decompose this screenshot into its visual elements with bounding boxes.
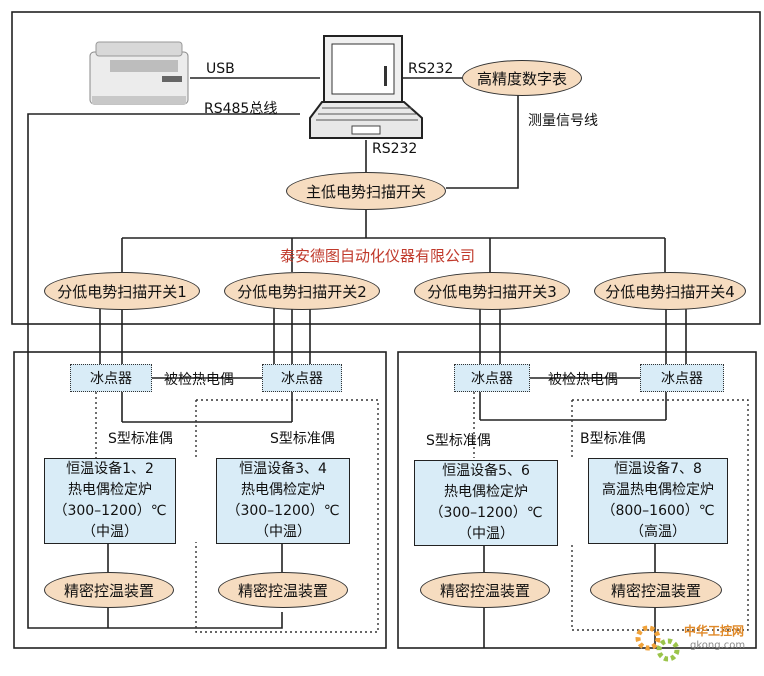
furnace-line: （300–1200）℃ (429, 505, 543, 521)
furnace-5-6: 恒温设备5、6 热电偶检定炉 （300–1200）℃ （中温） (414, 460, 558, 546)
main-switch-oval: 主低电势扫描开关 (286, 172, 446, 210)
furnace-7-8: 恒温设备7、8 高温热电偶检定炉 （800–1600）℃ （高温） (588, 458, 728, 544)
std-couple-left-a: S型标准偶 (108, 431, 173, 447)
furnace-line: （中温） (255, 524, 311, 540)
rs232-right-label: RS232 (408, 61, 454, 77)
company-name: 泰安德图自动化仪器有限公司 (280, 247, 476, 265)
std-couple-left-b: S型标准偶 (270, 431, 335, 447)
furnace-line: 热电偶检定炉 (241, 482, 325, 498)
furnace-line: 恒温设备1、2 (66, 461, 154, 477)
temp-controller-right-a: 精密控温装置 (420, 572, 550, 608)
std-couple-right-a: S型标准偶 (426, 433, 491, 449)
furnace-1-2: 恒温设备1、2 热电偶检定炉 （300–1200）℃ （中温） (44, 458, 176, 544)
signal-line-label: 测量信号线 (528, 113, 598, 129)
top-frame (11, 11, 761, 325)
furnace-line: 恒温设备3、4 (239, 461, 327, 477)
meter-oval: 高精度数字表 (462, 60, 582, 96)
usb-label: USB (206, 61, 235, 77)
temp-controller-left-b: 精密控温装置 (218, 572, 348, 608)
furnace-line: 恒温设备5、6 (442, 463, 530, 479)
furnace-line: （高温） (630, 524, 686, 540)
tested-tc-right: 被检热电偶 (548, 372, 618, 388)
furnace-line: （300–1200）℃ (226, 503, 340, 519)
ice-point-right-a: 冰点器 (454, 364, 530, 392)
furnace-line: （800–1600）℃ (601, 503, 715, 519)
temp-controller-left-a: 精密控温装置 (44, 572, 174, 608)
right-group-frame (397, 351, 757, 649)
left-group-frame (13, 351, 387, 649)
furnace-line: 高温热电偶检定炉 (602, 482, 714, 498)
ice-point-left-b: 冰点器 (262, 364, 342, 392)
sub-switch-1: 分低电势扫描开关1 (44, 272, 200, 310)
furnace-3-4: 恒温设备3、4 热电偶检定炉 （300–1200）℃ （中温） (216, 458, 350, 544)
furnace-line: 热电偶检定炉 (444, 484, 528, 500)
watermark-text: 中华工控网 (684, 624, 745, 638)
rs232-bottom-label: RS232 (372, 141, 418, 157)
furnace-line: 热电偶检定炉 (68, 482, 152, 498)
ice-point-right-b: 冰点器 (640, 364, 724, 392)
rs485-label: RS485总线 (204, 101, 278, 117)
sub-switch-2: 分低电势扫描开关2 (224, 272, 380, 310)
std-couple-right-b: B型标准偶 (580, 431, 646, 447)
furnace-line: （中温） (82, 524, 138, 540)
sub-switch-3: 分低电势扫描开关3 (414, 272, 570, 310)
tested-tc-left: 被检热电偶 (164, 372, 234, 388)
sub-switch-4: 分低电势扫描开关4 (594, 272, 746, 310)
watermark-url: gkong.com (690, 640, 746, 651)
furnace-line: （中温） (458, 526, 514, 542)
temp-controller-right-b: 精密控温装置 (590, 572, 722, 608)
furnace-line: （300–1200）℃ (53, 503, 167, 519)
ice-point-left-a: 冰点器 (70, 364, 152, 392)
furnace-line: 恒温设备7、8 (614, 461, 702, 477)
